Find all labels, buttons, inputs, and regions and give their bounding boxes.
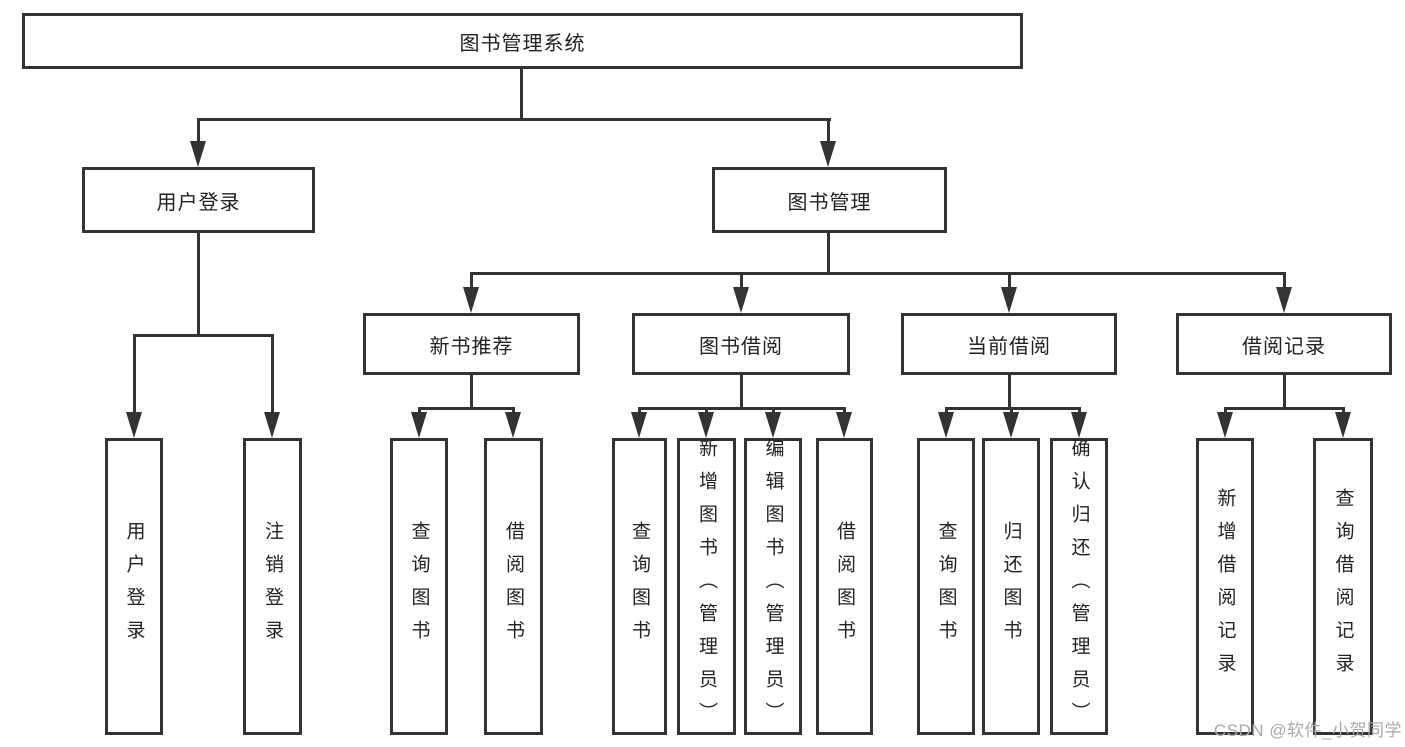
csdn-watermark: CSDN @软件_小贺同学 <box>1213 721 1402 740</box>
node-new-book-recommend: 新书推荐 <box>363 313 580 375</box>
leaf-user-login-label: 用户登录 <box>123 520 145 653</box>
leaf-return-book: 归还图书 <box>982 438 1040 735</box>
leaf-rec-query-books: 查询图书 <box>390 438 448 735</box>
leaf-current-query-books: 查询图书 <box>917 438 975 735</box>
leaf-add-book-admin-label: 新增图书（管理员） <box>696 438 717 735</box>
leaf-borrow-borrow-books: 借阅图书 <box>816 438 873 735</box>
node-book-borrow-label: 图书借阅 <box>699 335 783 358</box>
leaf-add-borrow-record-label: 新增借阅记录 <box>1214 487 1236 686</box>
connector-borrow-stem <box>740 375 743 410</box>
leaf-borrow-query-books-label: 查询图书 <box>629 520 650 653</box>
arrow-records-query <box>1335 412 1351 438</box>
connector-current-stem <box>1008 375 1011 410</box>
leaf-rec-borrow-books: 借阅图书 <box>484 438 543 735</box>
node-borrow-records-label: 借阅记录 <box>1242 335 1326 358</box>
leaf-query-borrow-record-label: 查询借阅记录 <box>1332 487 1354 686</box>
node-user-login: 用户登录 <box>82 167 315 233</box>
node-current-borrow-label: 当前借阅 <box>967 335 1051 358</box>
arrow-book-mgmt <box>820 141 836 167</box>
arrow-current-confirm <box>1071 412 1087 438</box>
arrow-borrow-borrow <box>836 412 852 438</box>
connector-book-mgmt-stem <box>827 118 830 144</box>
node-borrow-records: 借阅记录 <box>1176 313 1392 375</box>
arrow-current-query <box>938 412 954 438</box>
connector-leaf-login-stem <box>133 334 136 414</box>
leaf-add-book-admin: 新增图书（管理员） <box>677 438 736 735</box>
arrow-current-borrow <box>1001 287 1017 313</box>
connector-records-rail <box>1224 407 1345 410</box>
connector-records-stem <box>1283 375 1286 410</box>
arrow-borrow-edit <box>765 412 781 438</box>
arrow-rec-query <box>411 412 427 438</box>
node-root-label: 图书管理系统 <box>459 32 586 55</box>
connector-rec-rail <box>418 407 515 410</box>
arrow-records-add <box>1217 412 1233 438</box>
leaf-add-borrow-record: 新增借阅记录 <box>1196 438 1254 735</box>
leaf-logout-label: 注销登录 <box>262 520 283 653</box>
connector-user-login-stem <box>197 118 200 144</box>
connector-rec-stem-top <box>470 272 473 290</box>
node-new-book-recommend-label: 新书推荐 <box>429 335 514 358</box>
arrow-borrow-records <box>1276 287 1292 313</box>
connector-mgmt-stem <box>827 233 830 275</box>
leaf-rec-query-books-label: 查询图书 <box>408 520 430 653</box>
leaf-logout: 注销登录 <box>243 438 302 735</box>
arrow-borrow-add <box>698 412 714 438</box>
arrow-leaf-logout <box>264 412 280 438</box>
arrow-book-borrow <box>733 287 749 313</box>
leaf-current-query-books-label: 查询图书 <box>935 520 957 653</box>
node-book-borrow: 图书借阅 <box>632 313 850 375</box>
connector-records-stem-top <box>1283 272 1286 290</box>
leaf-confirm-return-admin: 确认归还（管理员） <box>1050 438 1108 735</box>
leaf-edit-book-admin-label: 编辑图书（管理员） <box>762 438 784 735</box>
node-current-borrow: 当前借阅 <box>901 313 1117 375</box>
leaf-user-login: 用户登录 <box>105 438 163 735</box>
node-book-management: 图书管理 <box>712 167 947 233</box>
connector-rec-stem <box>470 375 473 410</box>
node-root: 图书管理系统 <box>22 13 1023 69</box>
leaf-borrow-borrow-books-label: 借阅图书 <box>834 520 855 653</box>
leaf-edit-book-admin: 编辑图书（管理员） <box>744 438 802 735</box>
arrow-user-login <box>190 141 206 167</box>
leaf-query-borrow-record: 查询借阅记录 <box>1313 438 1373 735</box>
connector-borrow-rail <box>638 407 846 410</box>
connector-current-rail <box>945 407 1081 410</box>
arrow-rec-borrow <box>505 412 521 438</box>
arrow-current-return <box>1003 412 1019 438</box>
connector-login-rail <box>133 334 274 337</box>
connector-leaf-logout-stem <box>271 334 274 414</box>
connector-borrow-stem-top <box>740 272 743 290</box>
node-book-management-label: 图书管理 <box>787 191 872 214</box>
leaf-borrow-query-books: 查询图书 <box>612 438 667 735</box>
leaf-confirm-return-admin-label: 确认归还（管理员） <box>1068 438 1090 735</box>
connector-level3-rail <box>470 272 1286 275</box>
arrow-borrow-query <box>631 412 647 438</box>
connector-level2-rail <box>197 118 831 121</box>
connector-root-stem <box>520 69 523 120</box>
arrow-new-book-rec <box>463 287 479 313</box>
arrow-leaf-login <box>126 412 142 438</box>
connector-current-stem-top <box>1008 272 1011 290</box>
node-user-login-label: 用户登录 <box>156 191 241 214</box>
leaf-return-book-label: 归还图书 <box>1000 520 1022 653</box>
connector-login-stem <box>197 233 200 337</box>
leaf-rec-borrow-books-label: 借阅图书 <box>503 520 524 653</box>
